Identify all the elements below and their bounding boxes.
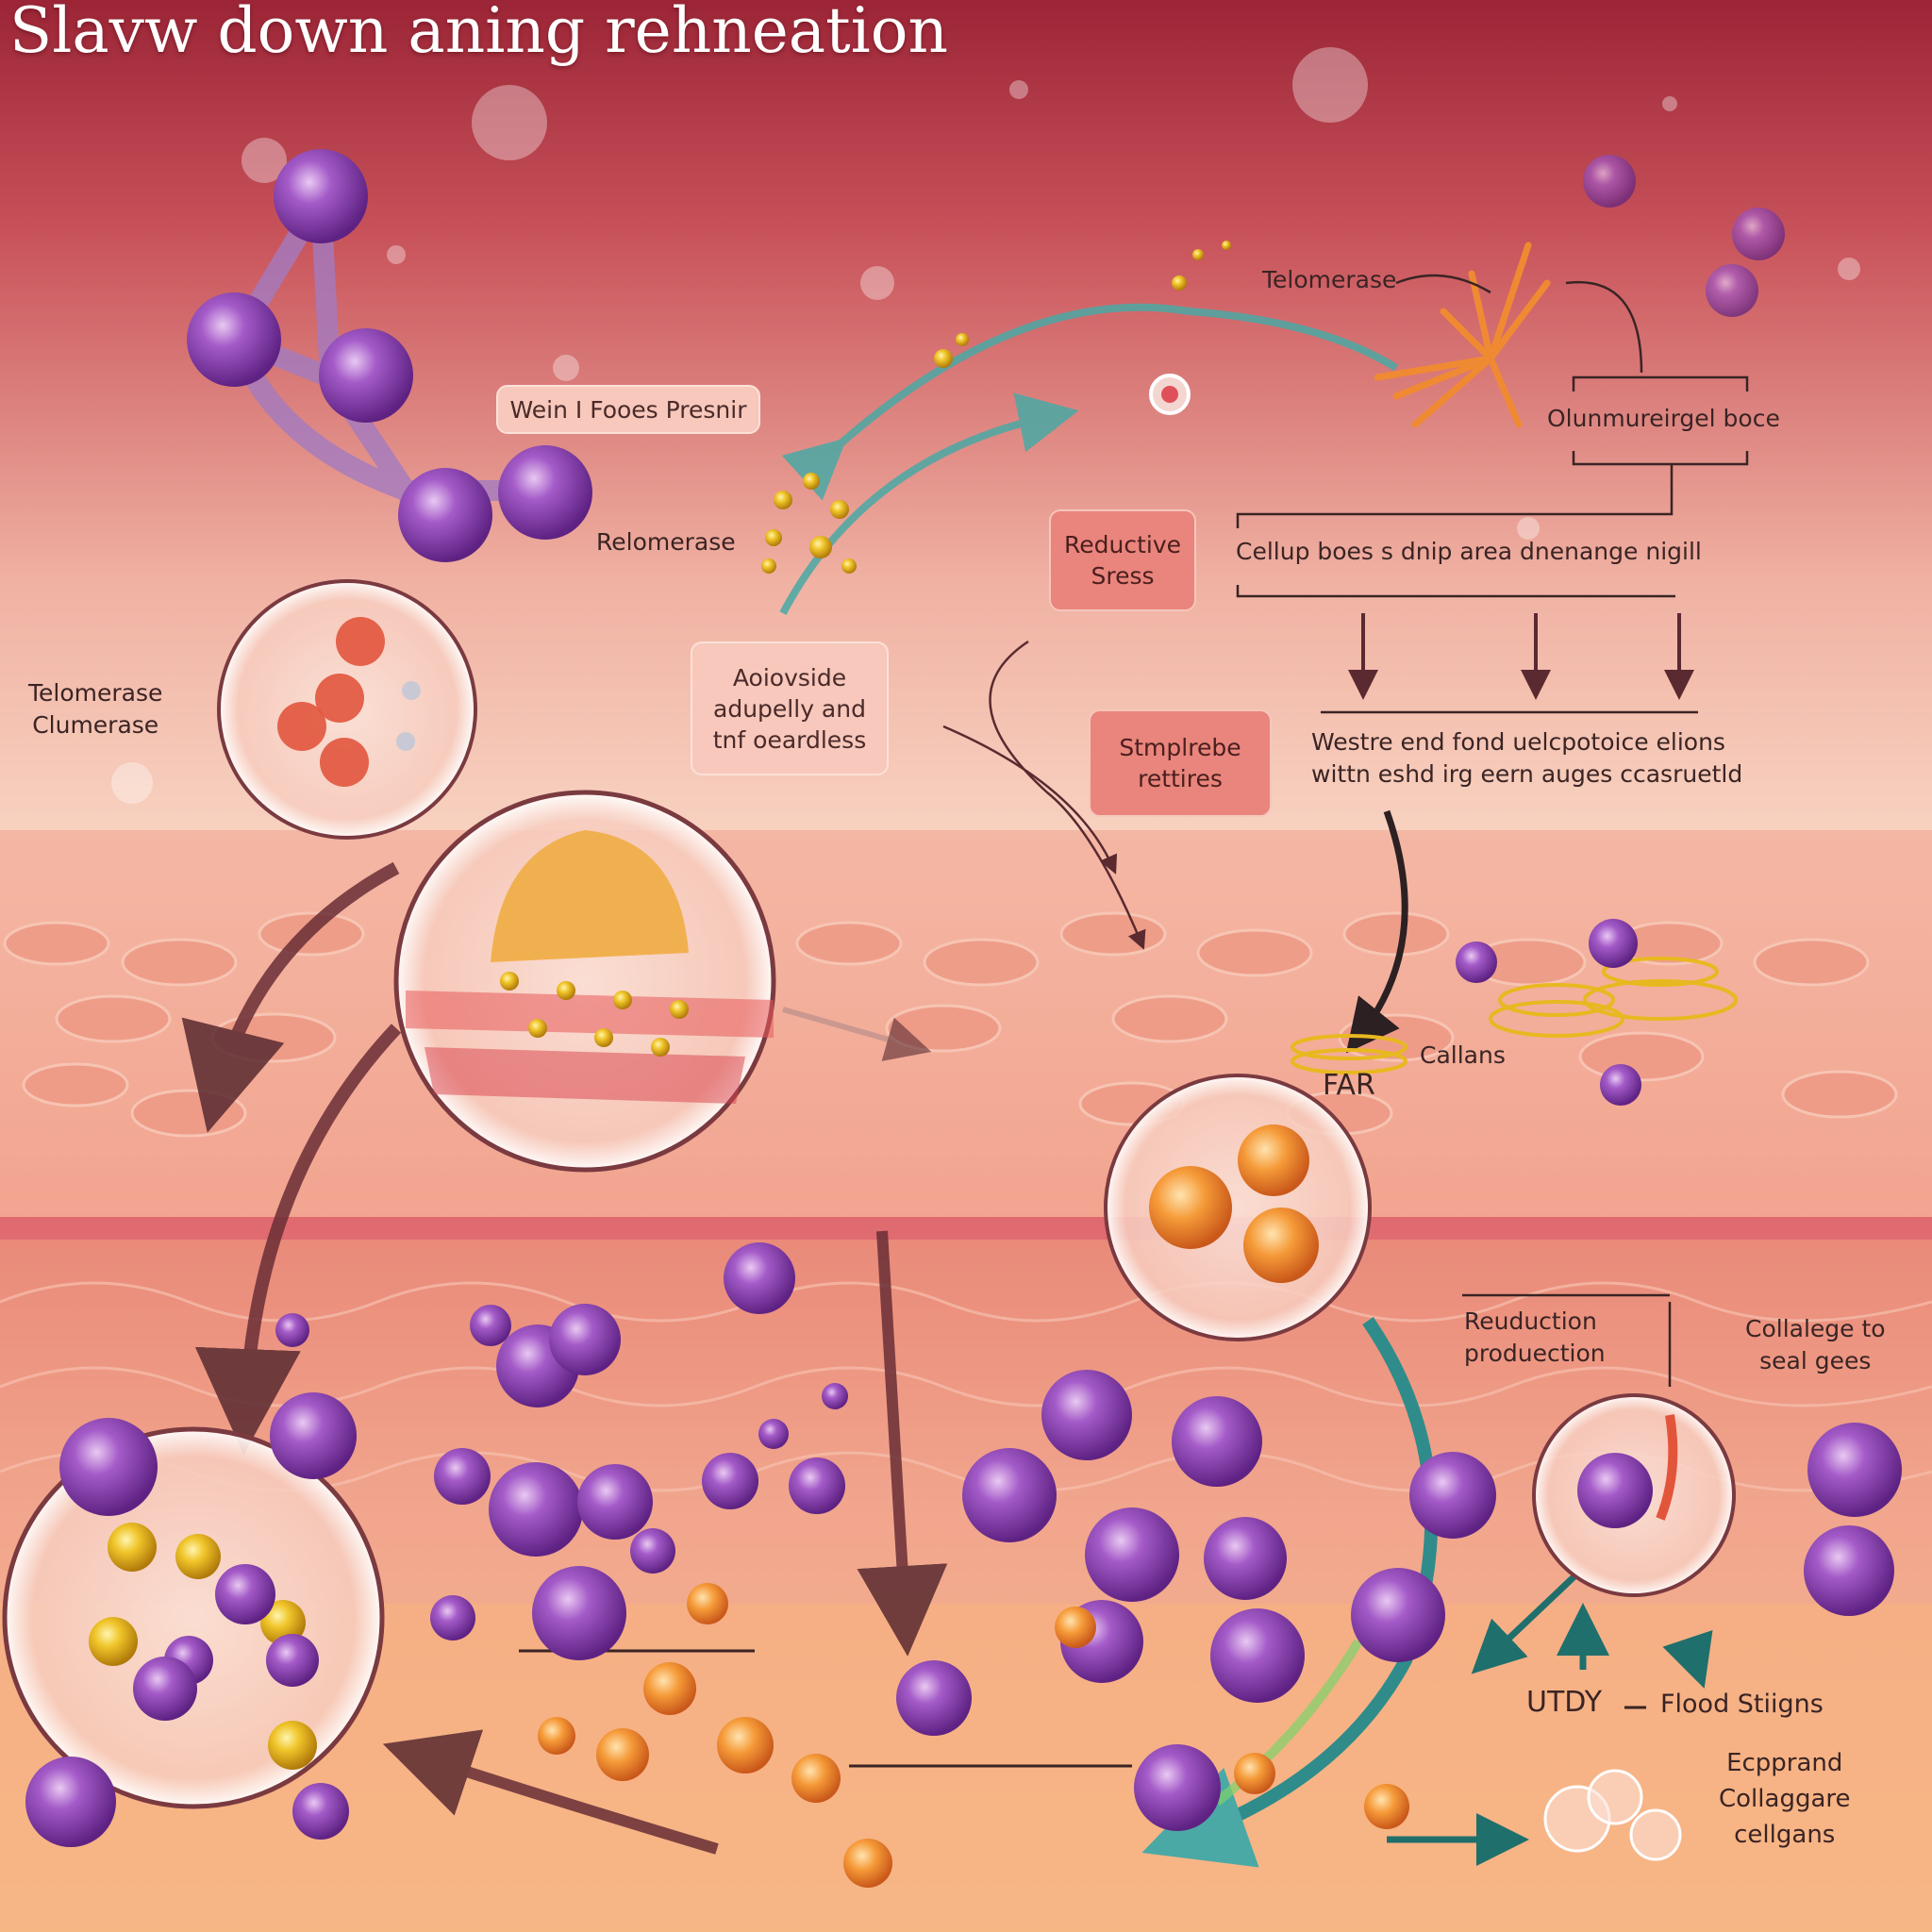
fibroblast-cell xyxy=(1374,242,1551,428)
molecule-structure xyxy=(187,149,592,562)
lens-collagen xyxy=(1532,1393,1736,1597)
label-box-reductive: Reductive Sress xyxy=(1049,509,1196,611)
label-telomerase-left: Telomerase Clumerase xyxy=(28,679,163,739)
label-relomerase: Relomerase xyxy=(596,528,736,556)
label-callans: Callans xyxy=(1420,1041,1506,1069)
teal-arrow-upper xyxy=(781,303,1399,501)
label-box-stimple: Stmplrebe rettires xyxy=(1089,709,1272,817)
arrow-dark-3 xyxy=(857,1230,948,1657)
floating-cells-top-right xyxy=(1583,155,1785,317)
lens-telomerase xyxy=(217,579,477,840)
gold-cluster xyxy=(761,241,1231,574)
arrow-black xyxy=(1345,809,1408,1054)
label-westre: Westre end fond uelcpotoice elions wittn… xyxy=(1311,728,1743,788)
floating-bubbles xyxy=(111,47,1860,804)
collagen-fibers xyxy=(1291,957,1738,1074)
label-box-antioxidant: Aoiovside adupelly and tnf oeardless xyxy=(691,641,889,775)
orange-cells-dermis xyxy=(538,1583,1409,1888)
arrow-thin-3 xyxy=(782,1007,932,1061)
label-flood: Flood Stiigns xyxy=(1660,1690,1824,1719)
arrow-dark-2 xyxy=(194,1024,402,1455)
bubble-cluster xyxy=(1543,1769,1682,1861)
down-arrows xyxy=(1348,613,1694,700)
label-telomerase-top: Telomerase xyxy=(1262,266,1397,293)
label-collagen-to: Collalege to seal gees xyxy=(1745,1315,1886,1374)
arrow-thin-2 xyxy=(942,724,1118,874)
lens-orange-cells xyxy=(1104,1074,1372,1341)
label-far: FAR xyxy=(1323,1069,1375,1102)
label-expand: Ecpprand Collaggare cellgans xyxy=(1719,1749,1851,1849)
lens-purple-gold-cells xyxy=(2,1426,385,1809)
label-box-wein: Wein I Fooes Presnir xyxy=(496,385,760,434)
label-cellup: Cellup boes s dnip area dnenange nigill xyxy=(1236,538,1702,565)
arrow-dark-1 xyxy=(181,861,400,1133)
arrow-dark-4 xyxy=(382,1729,719,1855)
label-outer-bracket: Olunmureirgel boce xyxy=(1547,405,1780,432)
diagram-title: Slavw down aning rehneation xyxy=(9,0,948,67)
lens-cell-cross-section xyxy=(393,790,776,1173)
arrow-thin-1 xyxy=(989,640,1146,950)
teal-small-arrows xyxy=(1387,1573,1713,1866)
purple-cells-dermis xyxy=(25,1242,1902,1847)
teal-arrow-lower xyxy=(779,392,1079,615)
purple-cells-right xyxy=(1456,919,1641,1106)
bracket-lines xyxy=(1236,274,1749,714)
label-utdy: UTDY xyxy=(1526,1686,1603,1719)
label-reduction: Reuduction produection xyxy=(1464,1307,1606,1367)
